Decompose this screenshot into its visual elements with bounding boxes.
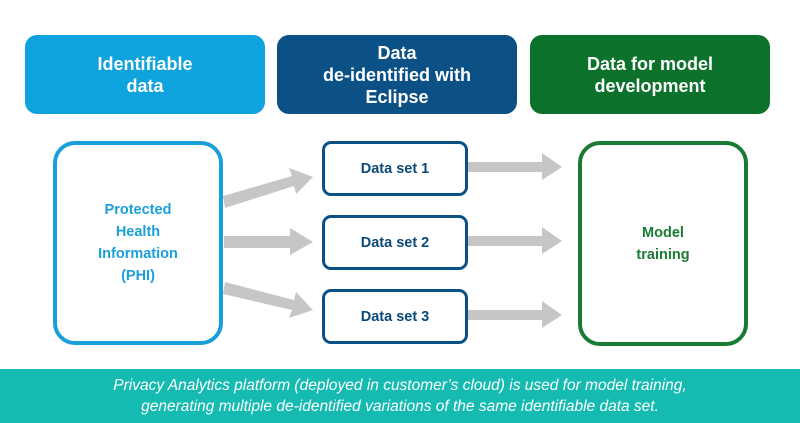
arrow-dataset-3-to-model: [467, 301, 562, 328]
arrow-phi-to-dataset-1: [223, 168, 313, 208]
dataset-3-box: Data set 3: [322, 289, 468, 344]
dataset-3-label: Data set 3: [360, 308, 430, 325]
model-training-box: Model training: [578, 141, 748, 346]
arrow-dataset-1-to-model: [467, 153, 562, 180]
header-model-development-data: Data for model development: [530, 35, 770, 114]
footer-line-1: Privacy Analytics platform (deployed in …: [113, 377, 687, 394]
arrow-dataset-2-to-model: [467, 227, 562, 254]
dataset-1-label: Data set 1: [360, 160, 430, 177]
dataset-2-label: Data set 2: [360, 234, 430, 251]
phi-box: Protected Health Information (PHI): [53, 141, 223, 345]
arrow-phi-to-dataset-3: [223, 282, 313, 318]
footer-line-2: generating multiple de-identified variat…: [141, 398, 659, 415]
header-de-identified-data: Data de-identified with Eclipse: [277, 35, 517, 114]
footer-banner: Privacy Analytics platform (deployed in …: [0, 369, 800, 423]
dataset-1-box: Data set 1: [322, 141, 468, 196]
arrow-phi-to-dataset-2: [224, 228, 313, 255]
dataset-2-box: Data set 2: [322, 215, 468, 270]
header-identifiable-data: Identifiable data: [25, 35, 265, 114]
